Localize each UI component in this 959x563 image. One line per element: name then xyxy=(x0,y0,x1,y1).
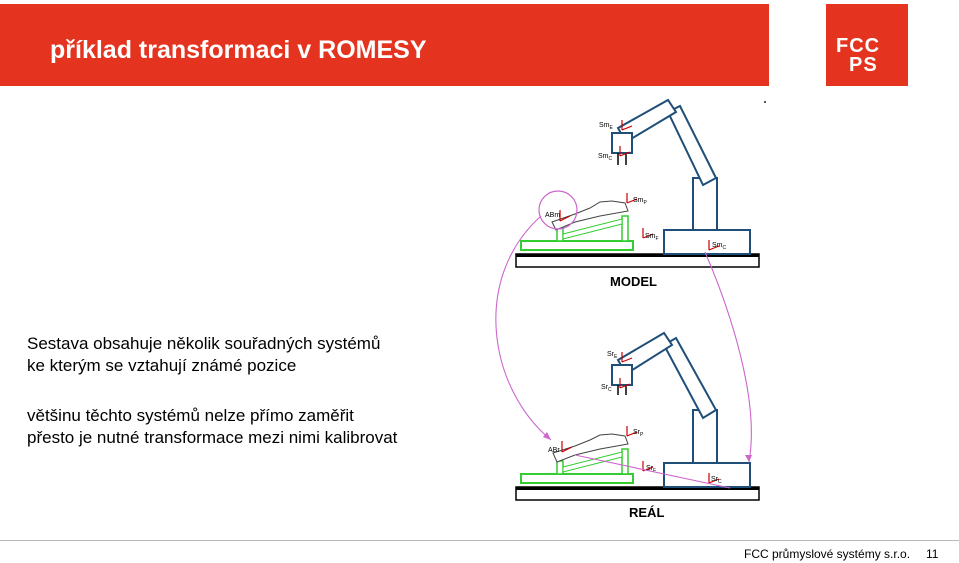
real-fixture-post-right xyxy=(621,448,629,475)
paragraph-2: většinu těchto systémů nelze přímo zaměř… xyxy=(27,405,397,449)
model-frame-tool-c-sub: C xyxy=(609,156,613,162)
model-label: MODEL xyxy=(610,274,657,289)
model-part-highlight xyxy=(538,190,578,230)
title-bar: příklad transformaci v ROMESY xyxy=(0,4,769,86)
model-frame-fixture-p-label: Sm xyxy=(633,197,644,204)
real-fixture-ramp xyxy=(562,451,623,473)
link-robot-arrowhead xyxy=(745,455,752,462)
link-fixture-cross xyxy=(574,454,731,489)
svg-text:SrC: SrC xyxy=(601,384,612,393)
real-robot-column xyxy=(692,409,718,464)
real-frame-tool-e-label: Sr xyxy=(607,351,615,358)
real-frame-robot-c-sub: C xyxy=(718,479,722,485)
real-frame-tool-c-sub: C xyxy=(608,387,612,393)
svg-text:SmE: SmE xyxy=(599,122,614,131)
model-robot-upper-arm xyxy=(666,104,718,187)
footer-divider xyxy=(0,540,959,541)
model-frame-robot-c-sub: C xyxy=(723,245,727,251)
svg-text:SmC: SmC xyxy=(712,242,727,251)
model-frame-tool-c-label: Sm xyxy=(598,153,609,160)
svg-text:SrE: SrE xyxy=(607,351,618,360)
paragraph-1-line-1: Sestava obsahuje několik souřadných syst… xyxy=(27,334,381,353)
real-frame-part-ab: ABr xyxy=(548,447,560,454)
svg-text:SrF: SrF xyxy=(646,465,656,474)
model-fixture-table xyxy=(520,240,634,251)
company-logo: FCC PS xyxy=(826,4,908,86)
footer-company: FCC průmyslové systémy s.r.o. xyxy=(744,547,911,561)
model-axes xyxy=(559,120,720,251)
real-axes xyxy=(561,352,720,484)
model-frame-tool-e-label: Sm xyxy=(599,122,610,129)
speck xyxy=(764,101,766,103)
svg-text:SmP: SmP xyxy=(633,197,648,206)
real-fixture-post-left xyxy=(556,460,564,475)
transformation-diagram: SmE SmC ABm SmP SmF SmC MODEL SrE xyxy=(495,98,766,520)
model-robot-base xyxy=(663,229,751,255)
real-fixture-table xyxy=(520,473,634,484)
real-frame-fixture-p-label: Sr xyxy=(633,429,641,436)
model-floor-top xyxy=(516,254,759,257)
real-frame-fixture-f-sub: F xyxy=(653,468,656,474)
link-part-arrowhead xyxy=(543,432,551,440)
real-frame-tool-c-label: Sr xyxy=(601,384,609,391)
real-frame-tool-e-sub: E xyxy=(614,354,618,360)
svg-text:SrC: SrC xyxy=(711,476,722,485)
model-fixture-post-right xyxy=(621,215,629,242)
model-robot-tool xyxy=(611,132,633,154)
model-fixture-ramp xyxy=(562,218,623,240)
model-part xyxy=(551,200,629,231)
real-part xyxy=(552,433,629,463)
real-frame-robot-c-label: Sr xyxy=(711,476,719,483)
link-part xyxy=(495,215,552,441)
real-robot-upper-arm xyxy=(662,336,718,420)
model-fixture-post-left xyxy=(556,227,564,242)
paragraph-1-line-2: ke kterým se vztahují známé pozice xyxy=(27,356,297,375)
model-robot-column xyxy=(692,177,718,231)
correspondence-links xyxy=(495,215,752,489)
model-frame-tool-e-sub: E xyxy=(610,125,614,131)
real-frame-fixture-f-label: Sr xyxy=(646,465,654,472)
paragraph-2-line-2: přesto je nutné transformace mezi nimi k… xyxy=(27,428,398,447)
svg-text:SrP: SrP xyxy=(633,429,644,438)
model-frame-fixture-p-sub: P xyxy=(644,200,648,206)
page-number: 11 xyxy=(926,547,939,561)
model-scene: SmE SmC ABm SmP SmF SmC MODEL xyxy=(515,98,760,289)
svg-text:SmC: SmC xyxy=(598,153,613,162)
slide-title: příklad transformaci v ROMESY xyxy=(50,36,427,64)
real-robot-tool xyxy=(611,364,633,386)
paragraph-2-line-1: většinu těchto systémů nelze přímo zaměř… xyxy=(27,406,354,425)
link-robot xyxy=(704,251,752,463)
model-frame-fixture-f-sub: F xyxy=(656,236,659,242)
real-label: REÁL xyxy=(629,505,664,520)
paragraph-1: Sestava obsahuje několik souřadných syst… xyxy=(27,333,380,377)
model-frame-part-ab: ABm xyxy=(545,212,560,219)
model-frame-robot-c-label: Sm xyxy=(712,242,723,249)
real-scene: SrE SrC ABr SrP SrF SrC REÁL xyxy=(515,331,760,520)
model-frame-fixture-f-label: Sm xyxy=(645,233,656,240)
logo-line1: FCC xyxy=(836,35,881,57)
real-frame-fixture-p-sub: P xyxy=(640,432,644,438)
logo-line2: PS xyxy=(849,54,878,76)
real-floor-top xyxy=(516,487,759,490)
svg-text:SmF: SmF xyxy=(645,233,659,242)
